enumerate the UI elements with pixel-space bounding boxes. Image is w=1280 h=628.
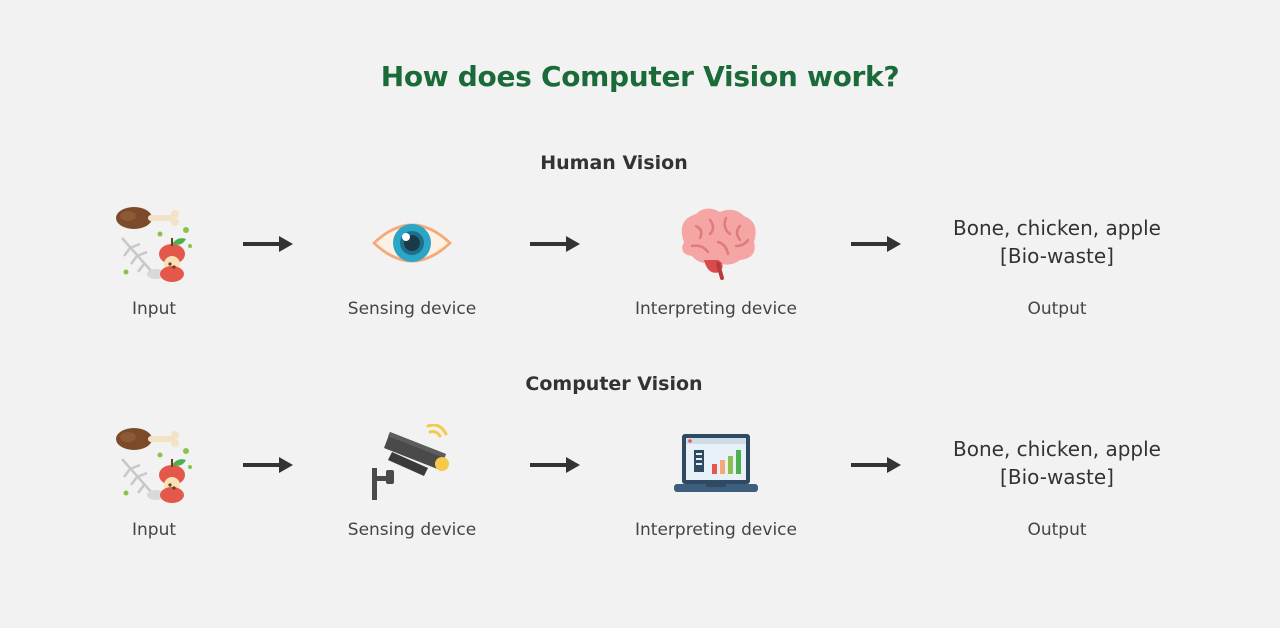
step-caption-sensing: Sensing device (347, 299, 477, 319)
output-result-line1: Bone, chicken, apple (953, 216, 1161, 240)
output-result-line2: [Bio-waste] (1000, 465, 1114, 489)
step-caption-input: Input (131, 299, 177, 319)
step-caption-interpreting: Interpreting device (635, 520, 797, 540)
page-title: How does Computer Vision work? (380, 60, 900, 93)
step-caption-sensing: Sensing device (347, 520, 477, 540)
brain-icon (681, 208, 756, 280)
output-result: Bone, chicken, apple [Bio-waste] (907, 435, 1207, 491)
laptop-chart-icon (674, 434, 758, 492)
step-caption-input: Input (131, 520, 177, 540)
arrow-right-icon (851, 457, 901, 473)
eye-icon (372, 223, 452, 263)
arrow-right-icon (851, 236, 901, 252)
output-result: Bone, chicken, apple [Bio-waste] (907, 214, 1207, 270)
human-vision-heading: Human Vision (540, 152, 688, 174)
arrow-right-icon (243, 236, 293, 252)
computer-vision-row: Bone, chicken, apple [Bio-waste] Input S… (0, 0, 1280, 540)
human-vision-row: Bone, chicken, apple [Bio-waste] Input S… (0, 0, 1280, 319)
arrow-right-icon (530, 236, 580, 252)
step-caption-interpreting: Interpreting device (635, 299, 797, 319)
arrow-right-icon (530, 457, 580, 473)
step-caption-output: Output (1027, 520, 1087, 540)
computer-vision-heading: Computer Vision (525, 373, 703, 395)
bio-waste-icon (116, 428, 192, 503)
arrow-right-icon (243, 457, 293, 473)
security-camera-icon (372, 424, 449, 500)
step-caption-output: Output (1027, 299, 1087, 319)
output-result-line2: [Bio-waste] (1000, 244, 1114, 268)
bio-waste-icon (116, 207, 192, 282)
output-result-line1: Bone, chicken, apple (953, 437, 1161, 461)
